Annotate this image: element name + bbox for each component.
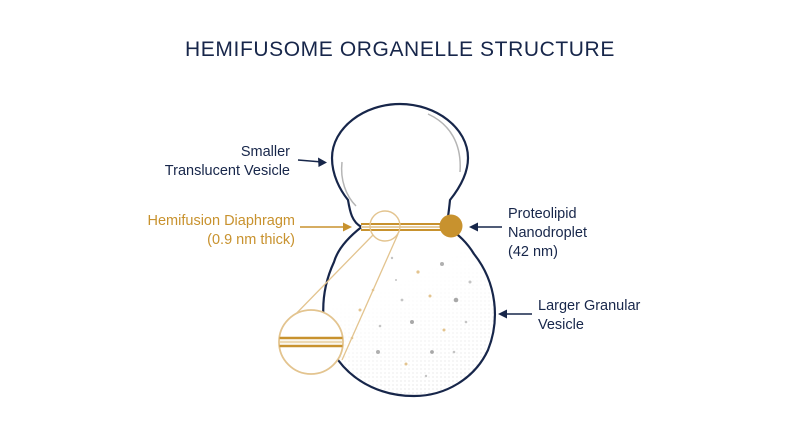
label-smaller-vesicle-line1: Smaller bbox=[240, 144, 290, 160]
label-nanodroplet-line1: Proteolipid bbox=[508, 206, 577, 222]
label-hemifusion-diaphragm-line2: (0.9 nm thick) bbox=[207, 232, 295, 248]
lower-vesicle-stipple bbox=[323, 227, 495, 396]
zoom-source-circle bbox=[369, 210, 401, 242]
label-smaller-vesicle-line2: Translucent Vesicle bbox=[164, 163, 290, 179]
zoom-line-1 bbox=[287, 234, 374, 323]
zoom-detail bbox=[278, 309, 344, 375]
proteolipid-nanodroplet bbox=[439, 214, 463, 238]
label-hemifusion-diaphragm-line1: Hemifusion Diaphragm bbox=[147, 213, 295, 229]
granules bbox=[350, 256, 472, 378]
label-hemifusion-diaphragm: Hemifusion Diaphragm (0.9 nm thick) bbox=[140, 212, 295, 250]
label-larger-vesicle-line1: Larger Granular bbox=[538, 298, 641, 314]
upper-vesicle-inner-highlight-right bbox=[427, 113, 461, 173]
arrow-nanodroplet bbox=[469, 222, 502, 232]
zoom-line-2 bbox=[341, 233, 399, 361]
label-larger-vesicle: Larger Granular Vesicle bbox=[538, 297, 668, 335]
diagram-title: HEMIFUSOME ORGANELLE STRUCTURE bbox=[185, 38, 615, 61]
arrow-larger-vesicle bbox=[498, 309, 532, 319]
label-smaller-vesicle: Smaller Translucent Vesicle bbox=[150, 143, 290, 181]
upper-vesicle-inner-highlight-left bbox=[340, 161, 357, 207]
label-proteolipid-nanodroplet: Proteolipid Nanodroplet (42 nm) bbox=[508, 205, 628, 262]
hemifusion-diaphragm bbox=[361, 223, 446, 231]
arrow-hemifusion-diaphragm bbox=[300, 222, 352, 232]
label-nanodroplet-line3: (42 nm) bbox=[508, 244, 558, 260]
arrow-smaller-vesicle bbox=[297, 157, 327, 167]
label-larger-vesicle-line2: Vesicle bbox=[538, 317, 584, 333]
label-nanodroplet-line2: Nanodroplet bbox=[508, 225, 587, 241]
